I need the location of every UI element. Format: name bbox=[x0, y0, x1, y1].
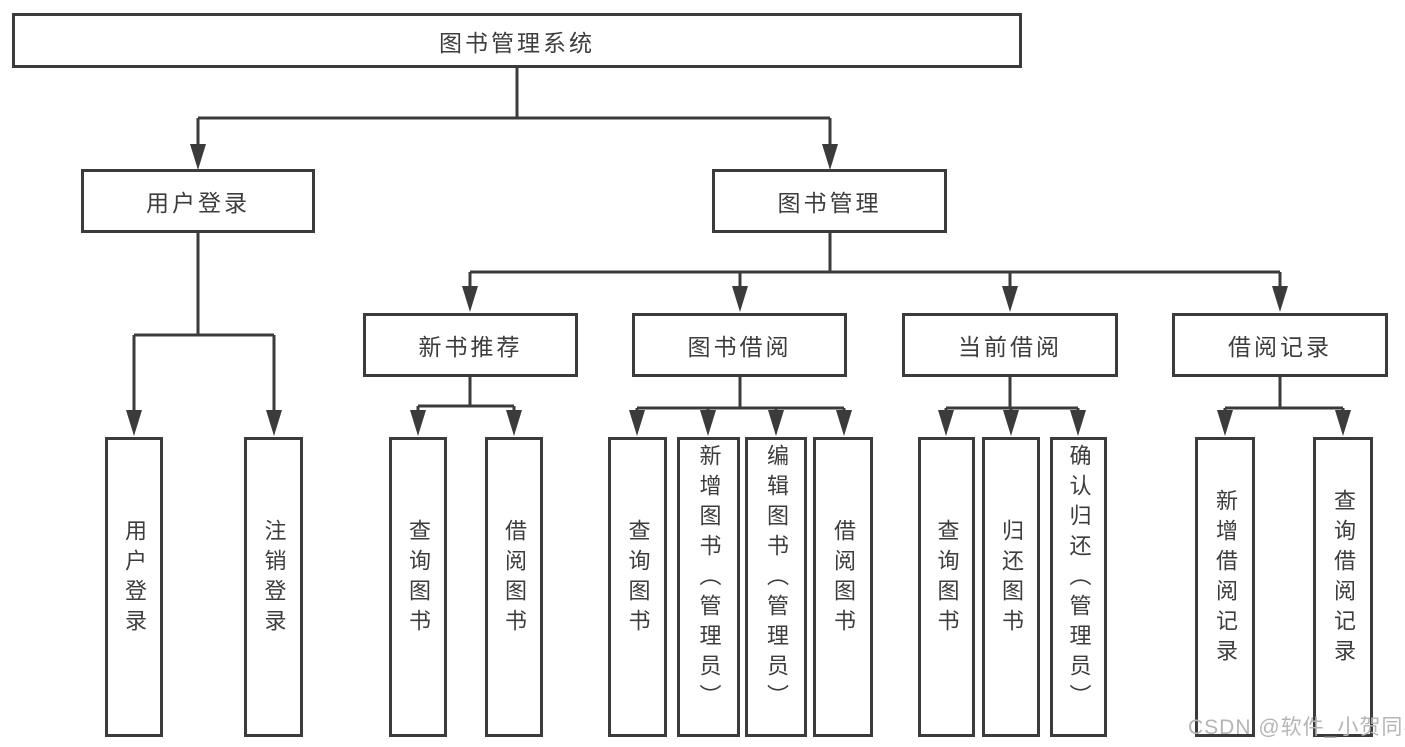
leaf-user-login: 用户登录 bbox=[105, 437, 163, 737]
watermark: CSDN @软件_小贺同学 bbox=[1188, 716, 1405, 739]
leaf-confirm-return-admin: 确认归还（管理员） bbox=[1050, 437, 1107, 737]
leaf-add-books-admin: 新增图书（管理员） bbox=[677, 437, 740, 737]
leaf-return-books: 归还图书 bbox=[982, 437, 1040, 737]
arrow-down-icons bbox=[126, 144, 1351, 436]
leaf-borrow-books-recommend: 借阅图书 bbox=[485, 437, 543, 737]
leaf-query-books-recommend: 查询图书 bbox=[389, 437, 447, 737]
leaf-query-borrow-record: 查询借阅记录 bbox=[1313, 437, 1373, 737]
node-current-borrow: 当前借阅 bbox=[902, 313, 1118, 377]
node-book-borrow: 图书借阅 bbox=[632, 313, 847, 377]
node-book-management: 图书管理 bbox=[712, 169, 947, 233]
node-user-login: 用户登录 bbox=[81, 169, 315, 233]
leaf-add-borrow-record: 新增借阅记录 bbox=[1195, 437, 1255, 737]
leaf-edit-books-admin: 编辑图书（管理员） bbox=[745, 437, 807, 737]
node-new-book-recommend: 新书推荐 bbox=[363, 313, 578, 377]
node-root-system: 图书管理系统 bbox=[12, 13, 1022, 68]
leaf-logout: 注销登录 bbox=[244, 437, 303, 737]
leaf-query-books-current: 查询图书 bbox=[918, 437, 975, 737]
leaf-query-books-borrow: 查询图书 bbox=[608, 437, 667, 737]
leaf-borrow-books: 借阅图书 bbox=[813, 437, 873, 737]
node-borrow-records: 借阅记录 bbox=[1172, 313, 1388, 377]
